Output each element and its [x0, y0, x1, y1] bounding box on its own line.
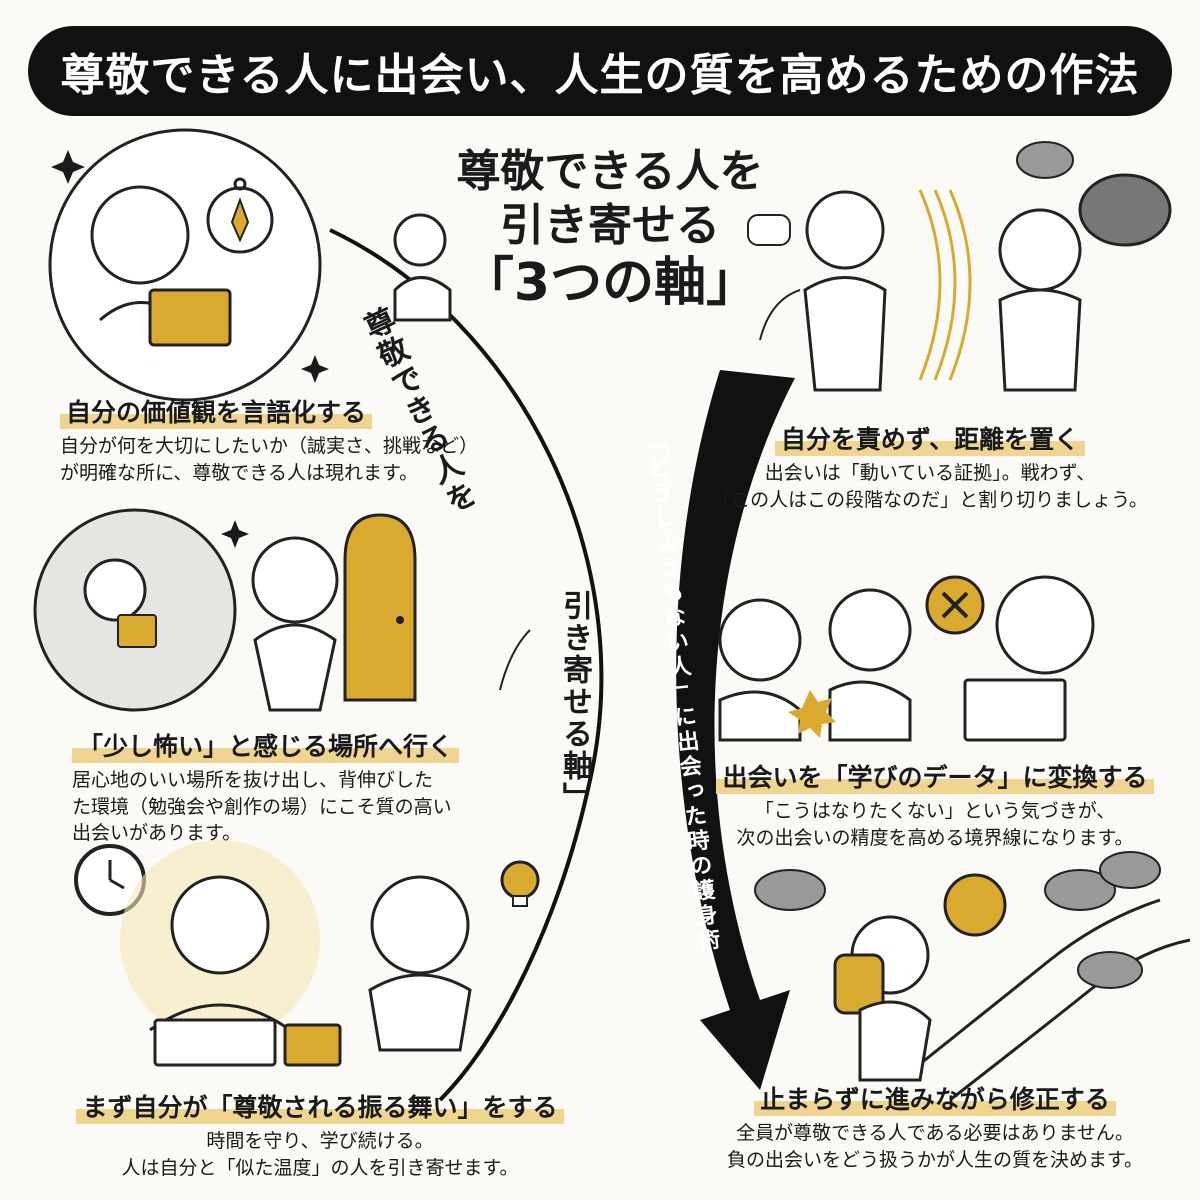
left-section-2-heading: 「少し怖い」と感じる場所へ行く: [72, 727, 460, 763]
center-title-line3: 「3つの軸」: [461, 253, 759, 314]
tools-icon: [943, 873, 1007, 937]
right-section-2-heading: 出会いを「学びのデータ」に変換する: [716, 758, 1154, 794]
door-icon: [343, 513, 417, 702]
storm-cloud-icon: [1078, 173, 1172, 247]
page-title: 尊敬できる人に出会い、人生の質を高めるための作法: [28, 26, 1172, 116]
left-section-1-body-line2: が明確な所に、尊敬できる人は現れます。: [60, 461, 419, 484]
sparkle-icon: [51, 150, 329, 548]
left-section-3-heading: まず自分が「尊敬される振る舞い」をする: [76, 1088, 564, 1124]
left-section-2-body-line3: 出会いがあります。: [72, 822, 242, 845]
left-arc-label-lower: 引き寄せる軸」: [557, 590, 592, 814]
right-section-1-heading: 自分を責めず、距離を置く: [774, 420, 1086, 456]
book-icon: [148, 288, 232, 347]
left-section-1-heading: 自分の価値観を言語化する: [60, 393, 373, 429]
center-title: 尊敬できる人を 引き寄せる 「3つの軸」: [430, 145, 790, 316]
right-section-3-heading: 止まらずに進みながら修正する: [754, 1080, 1116, 1116]
left-section-1: 自分の価値観を言語化する 自分が何を大切にしたいか（誠実さ、挑戦など） が明確な…: [60, 393, 530, 486]
right-arrow-band: [676, 370, 795, 1090]
figure-head: [90, 185, 190, 285]
left-arc-line: [329, 228, 604, 1102]
left-section-2-body-line2: た環境（勉強会や創作の場）にこそ質の高い: [72, 795, 452, 818]
center-title-line2: 引き寄せる: [500, 199, 720, 251]
thought-bubble-1: [48, 128, 322, 402]
left-section-3: まず自分が「尊敬される振る舞い」をする 時間を守り、学び続ける。 人は自分と「似…: [40, 1088, 600, 1181]
left-section-1-body-line1: 自分が何を大切にしたいか（誠実さ、挑戦など）: [60, 435, 479, 457]
leaf-icon: [499, 289, 801, 691]
right-section-2-body-line2: 次の出会いの精度を高める境界線になります。: [736, 826, 1134, 849]
right-section-1-body-line2: 「この人はこの段階なのだ」と割り切りましょう。: [712, 488, 1148, 511]
left-section-3-body-line2: 人は自分と「似た温度」の人を引き寄せます。: [121, 1156, 519, 1179]
left-section-3-body-line1: 時間を守り、学び続ける。: [206, 1130, 434, 1152]
right-section-1: 自分を責めず、距離を置く 出会いは「動いている証拠」。戦わず、 「この人はこの段…: [690, 420, 1170, 513]
center-title-line1: 尊敬できる人を: [456, 146, 764, 197]
right-section-3-body-line2: 負の出会いをどう扱うかが人生の質を決めます。: [726, 1148, 1144, 1171]
lightbulb-icon: [500, 860, 540, 900]
right-section-1-body-line1: 出会いは「動いている証拠」。戦わず、: [764, 462, 1096, 484]
right-section-3: 止まらずに進みながら修正する 全員が尊敬できる人である必要はありません。 負の出…: [700, 1080, 1170, 1173]
left-section-2: 「少し怖い」と感じる場所へ行く 居心地のいい場所を抜け出し、背伸びした た環境（…: [72, 727, 532, 847]
left-section-2-body-line1: 居心地のいい場所を抜け出し、背伸びした: [72, 769, 434, 791]
right-section-2-body-line1: 「こうはなりたくない」という気づきが、: [754, 800, 1116, 822]
right-section-3-body-line1: 全員が尊敬できる人である必要はありません。: [736, 1122, 1134, 1144]
right-section-2: 出会いを「学びのデータ」に変換する 「こうはなりたくない」という気づきが、 次の…: [700, 758, 1170, 851]
speech-bubble-icon: [747, 214, 791, 246]
